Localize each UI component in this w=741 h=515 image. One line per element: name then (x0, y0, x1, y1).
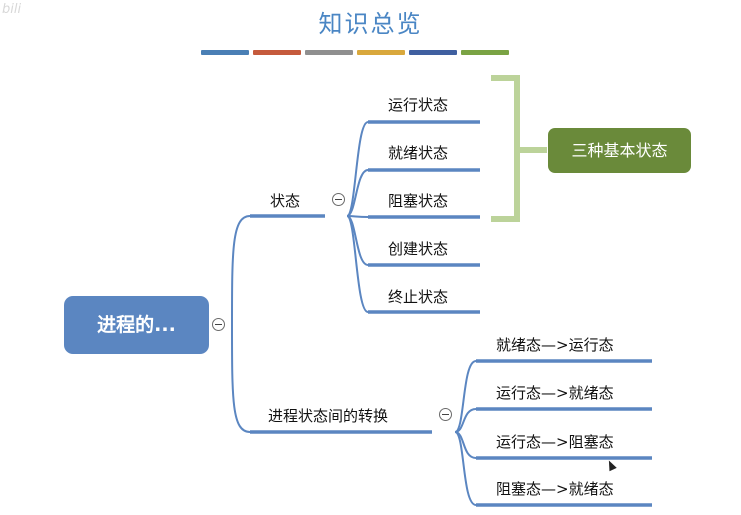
color-strip-segment (357, 50, 405, 55)
collapse-root-button[interactable] (212, 318, 225, 331)
collapse-states-button[interactable] (332, 193, 345, 206)
state-item[interactable]: 终止状态 (388, 288, 449, 306)
connector-root-transitions (231, 324, 251, 433)
connector-transition-2 (454, 408, 477, 433)
summary-badge[interactable]: 三种基本状态 (548, 128, 691, 173)
connector-transition-1 (454, 360, 477, 433)
page-title: 知识总览 (318, 10, 423, 38)
color-strip-segment (201, 50, 249, 55)
branch-states-label[interactable]: 状态 (270, 192, 301, 210)
summary-bracket (491, 75, 547, 222)
watermark-logo: bili (2, 2, 22, 17)
connector-transition-4 (454, 431, 477, 506)
branch-transitions-label[interactable]: 进程状态间的转换 (268, 407, 389, 425)
state-item[interactable]: 阻塞状态 (388, 192, 449, 210)
transition-item[interactable]: 阻塞态—>就绪态 (496, 480, 614, 498)
state-item[interactable]: 就绪状态 (388, 144, 449, 162)
connector-state-5 (346, 215, 369, 313)
transition-item[interactable]: 运行态—>就绪态 (496, 384, 614, 402)
state-item[interactable]: 创建状态 (388, 240, 449, 258)
color-strip-segment (253, 50, 301, 55)
connector-state-2 (346, 169, 369, 217)
state-item[interactable]: 运行状态 (388, 96, 449, 114)
color-strip-segment (461, 50, 509, 55)
collapse-transitions-button[interactable] (439, 408, 452, 421)
connector-root-states (231, 215, 251, 326)
connector-state-1 (346, 121, 369, 217)
color-strip-segment (409, 50, 457, 55)
color-strip-segment (305, 50, 353, 55)
root-node[interactable]: 进程的... (64, 296, 209, 354)
transition-item[interactable]: 就绪态—>运行态 (496, 336, 614, 354)
transition-item[interactable]: 运行态—>阻塞态 (496, 433, 614, 451)
